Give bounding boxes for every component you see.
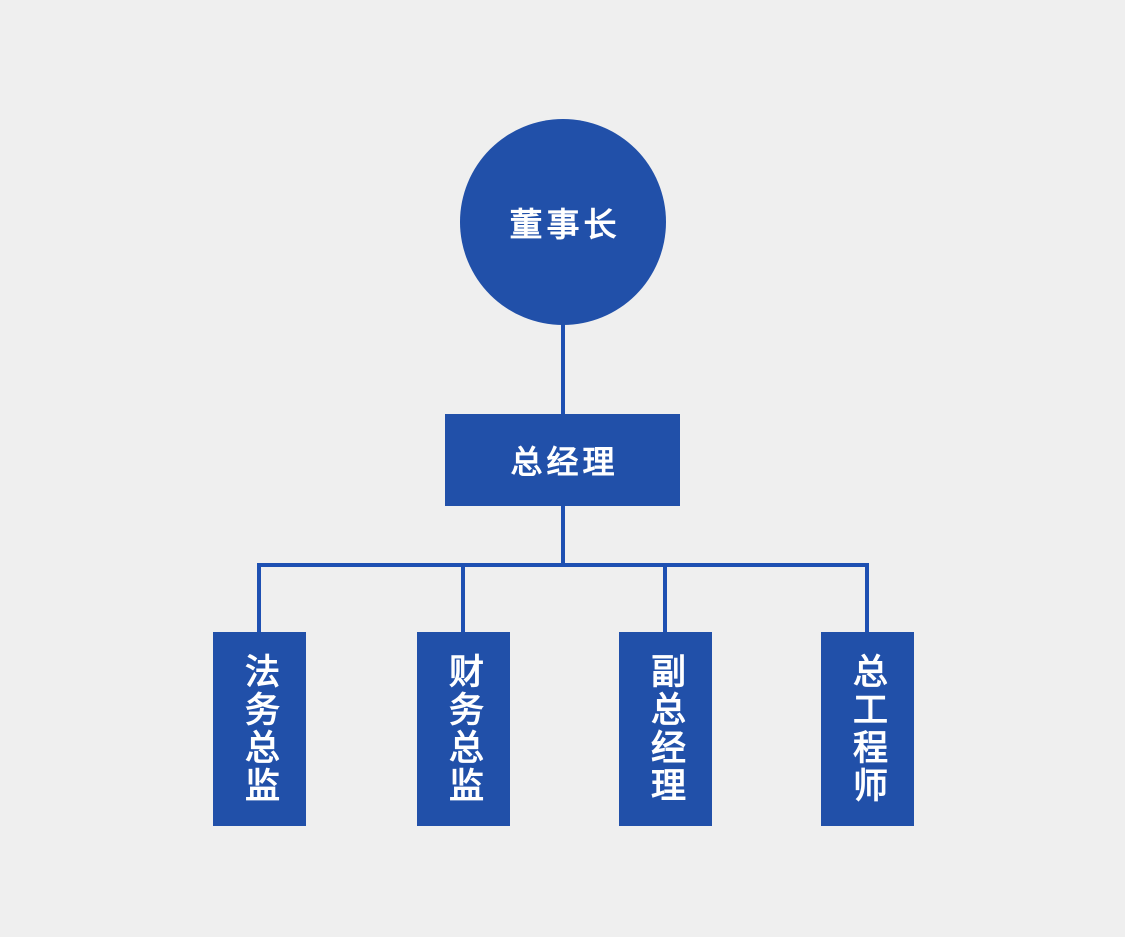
connector-drop-deputy <box>663 563 667 632</box>
node-deputy-general-manager: 副总经理 <box>619 632 712 826</box>
node-finance-director-label: 财务总监 <box>444 653 483 805</box>
node-chief-engineer-label: 总工程师 <box>848 653 887 805</box>
connector-drop-legal <box>257 563 261 632</box>
node-chairman: 董事长 <box>460 119 666 325</box>
connector-drop-finance <box>461 563 465 632</box>
node-finance-director: 财务总监 <box>417 632 510 826</box>
node-legal-director: 法务总监 <box>213 632 306 826</box>
node-chief-engineer: 总工程师 <box>821 632 914 826</box>
connector-root-to-manager <box>561 324 565 416</box>
connector-manager-to-bus <box>561 505 565 567</box>
node-general-manager-label: 总经理 <box>510 444 619 480</box>
node-general-manager: 总经理 <box>445 414 680 506</box>
node-deputy-general-manager-label: 副总经理 <box>646 653 685 805</box>
node-legal-director-label: 法务总监 <box>240 653 279 805</box>
node-chairman-label: 董事长 <box>509 206 621 243</box>
connector-drop-engineer <box>865 563 869 632</box>
connector-horizontal-bus <box>257 563 869 567</box>
